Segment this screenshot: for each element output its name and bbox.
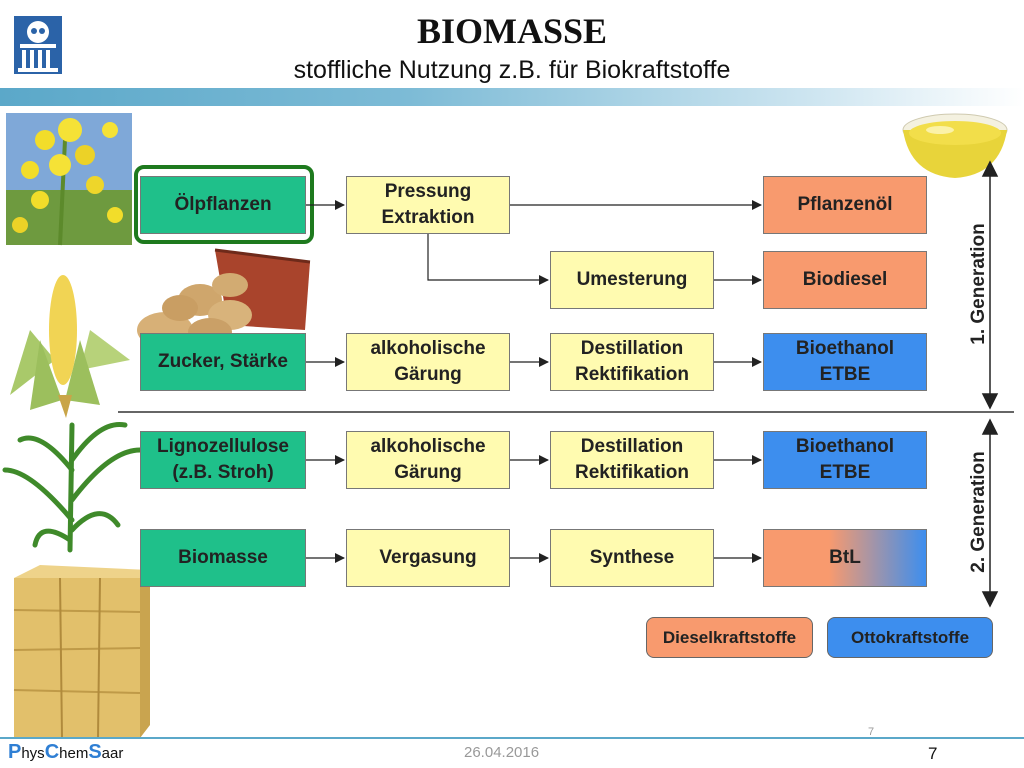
box-alkoholische-gaerung-2-label: alkoholische Gärung <box>370 436 486 483</box>
generation-2-label: 2. Generation <box>968 451 989 573</box>
footer-small-page: 7 <box>868 726 875 738</box>
box-destillation-2-label: Destillation Rektifikation <box>574 436 690 483</box>
rapeseed-image <box>6 113 132 246</box>
box-pflanzenoel: Pflanzenöl <box>763 176 927 234</box>
corn-cob-image <box>10 275 130 418</box>
brand-c: C <box>44 741 60 763</box>
brand-hem: hem <box>59 745 89 762</box>
footer-line <box>0 737 1024 739</box>
box-lignozellulose: Lignozellulose (z.B. Stroh) <box>140 431 306 489</box>
box-vergasung: Vergasung <box>346 529 510 587</box>
legend-otto-label: Ottokraftstoffe <box>850 627 970 647</box>
straw-bale-image <box>13 565 150 739</box>
gen2-arrow-up <box>981 418 999 435</box>
box-pressung-extraktion-label: Pressung Extraktion <box>381 181 475 228</box>
box-bioethanol-1: Bioethanol ETBE <box>763 333 927 391</box>
brand-p: P <box>8 741 22 763</box>
corn-plant-image <box>2 421 143 553</box>
title-bar <box>0 88 1024 106</box>
box-alkoholische-gaerung-2: alkoholische Gärung <box>346 431 510 489</box>
generation-1-label: 1. Generation <box>968 223 989 345</box>
box-zucker-staerke: Zucker, Stärke <box>140 333 306 391</box>
box-bioethanol-2-label: Bioethanol ETBE <box>795 436 895 483</box>
box-vergasung-label: Vergasung <box>379 547 477 568</box>
box-alkoholische-gaerung-1-label: alkoholische Gärung <box>370 338 486 385</box>
brand-physchemsaar: PhysChemSaar <box>8 741 123 764</box>
gen2-arrow-down <box>981 591 999 608</box>
box-alkoholische-gaerung-1: alkoholische Gärung <box>346 333 510 391</box>
box-umesterung: Umesterung <box>550 251 714 309</box>
gen1-arrow-up <box>981 160 999 177</box>
box-destillation-2: Destillation Rektifikation <box>550 431 714 489</box>
legend-diesel: Dieselkraftstoffe <box>646 617 813 658</box>
footer-date: 26.04.2016 <box>464 744 540 761</box>
box-pressung-extraktion: Pressung Extraktion <box>346 176 510 234</box>
legend-diesel-label: Dieselkraftstoffe <box>662 627 797 647</box>
legend-otto: Ottokraftstoffe <box>827 617 993 658</box>
brand-hys: hys <box>21 745 45 762</box>
box-destillation-1: Destillation Rektifikation <box>550 333 714 391</box>
university-logo <box>14 16 62 74</box>
box-lignozellulose-label: Lignozellulose (z.B. Stroh) <box>157 436 289 483</box>
slide-title: BIOMASSE <box>416 11 608 51</box>
box-oelpflanzen-label: Ölpflanzen <box>174 194 272 215</box>
box-biodiesel-label: Biodiesel <box>802 269 888 290</box>
box-synthese-label: Synthese <box>589 547 675 568</box>
box-bioethanol-1-label: Bioethanol ETBE <box>795 338 895 385</box>
box-pflanzenoel-label: Pflanzenöl <box>797 194 893 215</box>
box-biomasse-label: Biomasse <box>178 547 268 568</box>
box-biodiesel: Biodiesel <box>763 251 927 309</box>
box-biomasse: Biomasse <box>140 529 306 587</box>
slide-subtitle: stoffliche Nutzung z.B. für Biokraftstof… <box>293 56 731 84</box>
arrow-r1-down <box>427 234 549 285</box>
box-btl: BtL <box>763 529 927 587</box>
brand-aar: aar <box>101 745 124 762</box>
footer-page-number: 7 <box>928 744 938 763</box>
box-destillation-1-label: Destillation Rektifikation <box>574 338 690 385</box>
box-umesterung-label: Umesterung <box>576 269 688 290</box>
box-zucker-staerke-label: Zucker, Stärke <box>158 351 288 372</box>
generation-divider <box>118 411 1014 413</box>
box-synthese: Synthese <box>550 529 714 587</box>
box-bioethanol-2: Bioethanol ETBE <box>763 431 927 489</box>
brand-s: S <box>88 741 102 763</box>
oil-bowl-image <box>902 113 1008 178</box>
box-oelpflanzen: Ölpflanzen <box>140 176 306 234</box>
gen1-arrow-down <box>981 393 999 410</box>
box-btl-label: BtL <box>829 547 861 568</box>
